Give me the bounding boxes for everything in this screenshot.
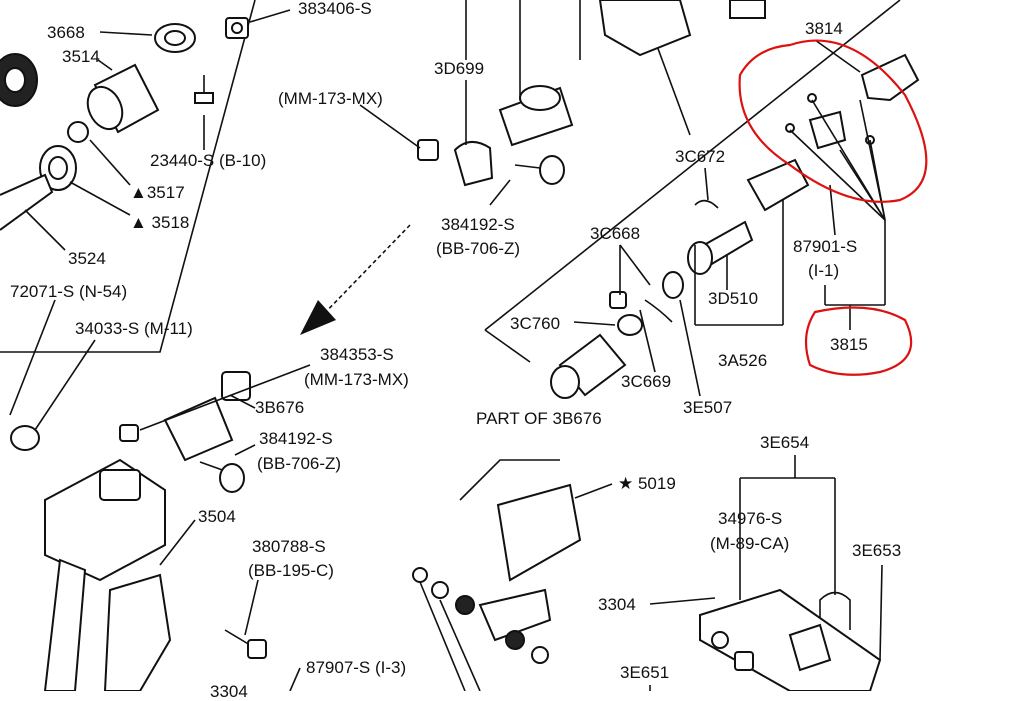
part-3518-seal (39, 145, 77, 191)
label-part-of-3b676: PART OF 3B676 (476, 409, 602, 428)
label-bb706z-a: (BB-706-Z) (436, 239, 521, 258)
part-3514-bushing (86, 63, 160, 134)
part-3c668-nut (609, 291, 627, 309)
label-3d699: 3D699 (434, 59, 485, 78)
part-mm173mx-nut-a (417, 139, 439, 161)
label-384192s-b: 384192-S (259, 429, 333, 448)
part-3c669-clip (644, 299, 673, 323)
part-3668-clamp (154, 23, 196, 53)
part-3504-gearbox (44, 458, 166, 582)
label-3517: ▲3517 (130, 183, 185, 202)
part-gear-arm (43, 558, 172, 691)
label-3514: 3514 (62, 47, 100, 66)
part-3e507-washer (662, 271, 684, 299)
part-clip-3d699 (453, 141, 494, 187)
part-34033s-nut (10, 425, 40, 451)
part-384192s-bolt-a (514, 155, 565, 185)
label-3c668: 3C668 (590, 224, 641, 243)
label-m89ca: (M-89-CA) (710, 534, 790, 553)
label-3304-b: 3304 (210, 682, 248, 701)
label-72071s: 72071-S (N-54) (10, 282, 128, 301)
label-3e653: 3E653 (852, 541, 902, 560)
part-3b676-assembly (119, 371, 251, 462)
label-3815: 3815 (830, 335, 868, 354)
label-3e507: 3E507 (683, 398, 733, 417)
label-3b676: 3B676 (255, 398, 305, 417)
part-383406s-nut (225, 17, 249, 39)
label-i1: (I-1) (808, 261, 840, 280)
label-3a526: 3A526 (718, 351, 768, 370)
arrow-icon (300, 224, 411, 335)
part-384192s-bolt-b (199, 461, 245, 493)
part-23440s-screw (194, 75, 214, 104)
part-3c760-spacer (617, 314, 643, 336)
label-384192s-a: 384192-S (441, 215, 515, 234)
label-3e654: 3E654 (760, 433, 810, 452)
label-380788s: 380788-S (252, 537, 326, 556)
part-3304-linkage (699, 588, 882, 691)
part-3b676-housing (550, 333, 627, 399)
label-5019: ★ 5019 (618, 474, 676, 493)
part-lower-mount (412, 567, 552, 691)
part-3c672-clip (694, 199, 719, 209)
label-3518: ▲ 3518 (130, 213, 190, 232)
label-3814: 3814 (805, 19, 843, 38)
label-3c669: 3C669 (621, 372, 672, 391)
label-384353s: 384353-S (320, 345, 394, 364)
red-highlight-circle (738, 39, 928, 203)
part-3d699-joint (498, 85, 574, 147)
label-3504: 3504 (198, 507, 236, 526)
part-380788s-bolt (224, 629, 267, 659)
label-34033s: 34033-S (M-11) (75, 319, 193, 338)
label-3c672: 3C672 (675, 147, 726, 166)
part-3517-washer (67, 121, 89, 143)
label-34976s: 34976-S (718, 509, 783, 528)
part-left-bearing (0, 53, 38, 107)
part-5019-bracket (459, 459, 582, 582)
label-23440s: 23440-S (B-10) (150, 151, 267, 170)
label-87907s: 87907-S (I-3) (306, 658, 407, 677)
label-87901s: 87901-S (793, 237, 858, 256)
label-3d510: 3D510 (708, 289, 759, 308)
label-3524: 3524 (68, 249, 106, 268)
part-3e651-nut (711, 631, 754, 671)
red-highlight-ring-3815 (804, 306, 913, 376)
label-mm173mx-a: (MM-173-MX) (278, 89, 383, 108)
label-383406s: 383406-S (298, 0, 372, 18)
label-3c760: 3C760 (510, 314, 561, 333)
leader-lines (9, 0, 886, 691)
part-3d510-shaft (687, 220, 754, 275)
label-3668: 3668 (47, 23, 85, 42)
label-mm173mx-b: (MM-173-MX) (304, 370, 409, 389)
part-steering-yoke (746, 158, 810, 212)
label-bb195c: (BB-195-C) (248, 561, 334, 580)
label-bb706z-b: (BB-706-Z) (257, 454, 342, 473)
label-3304: 3304 (598, 595, 636, 614)
part-upper-coupling (598, 0, 766, 57)
label-3e651: 3E651 (620, 663, 670, 682)
part-3524-shaft (0, 173, 54, 231)
